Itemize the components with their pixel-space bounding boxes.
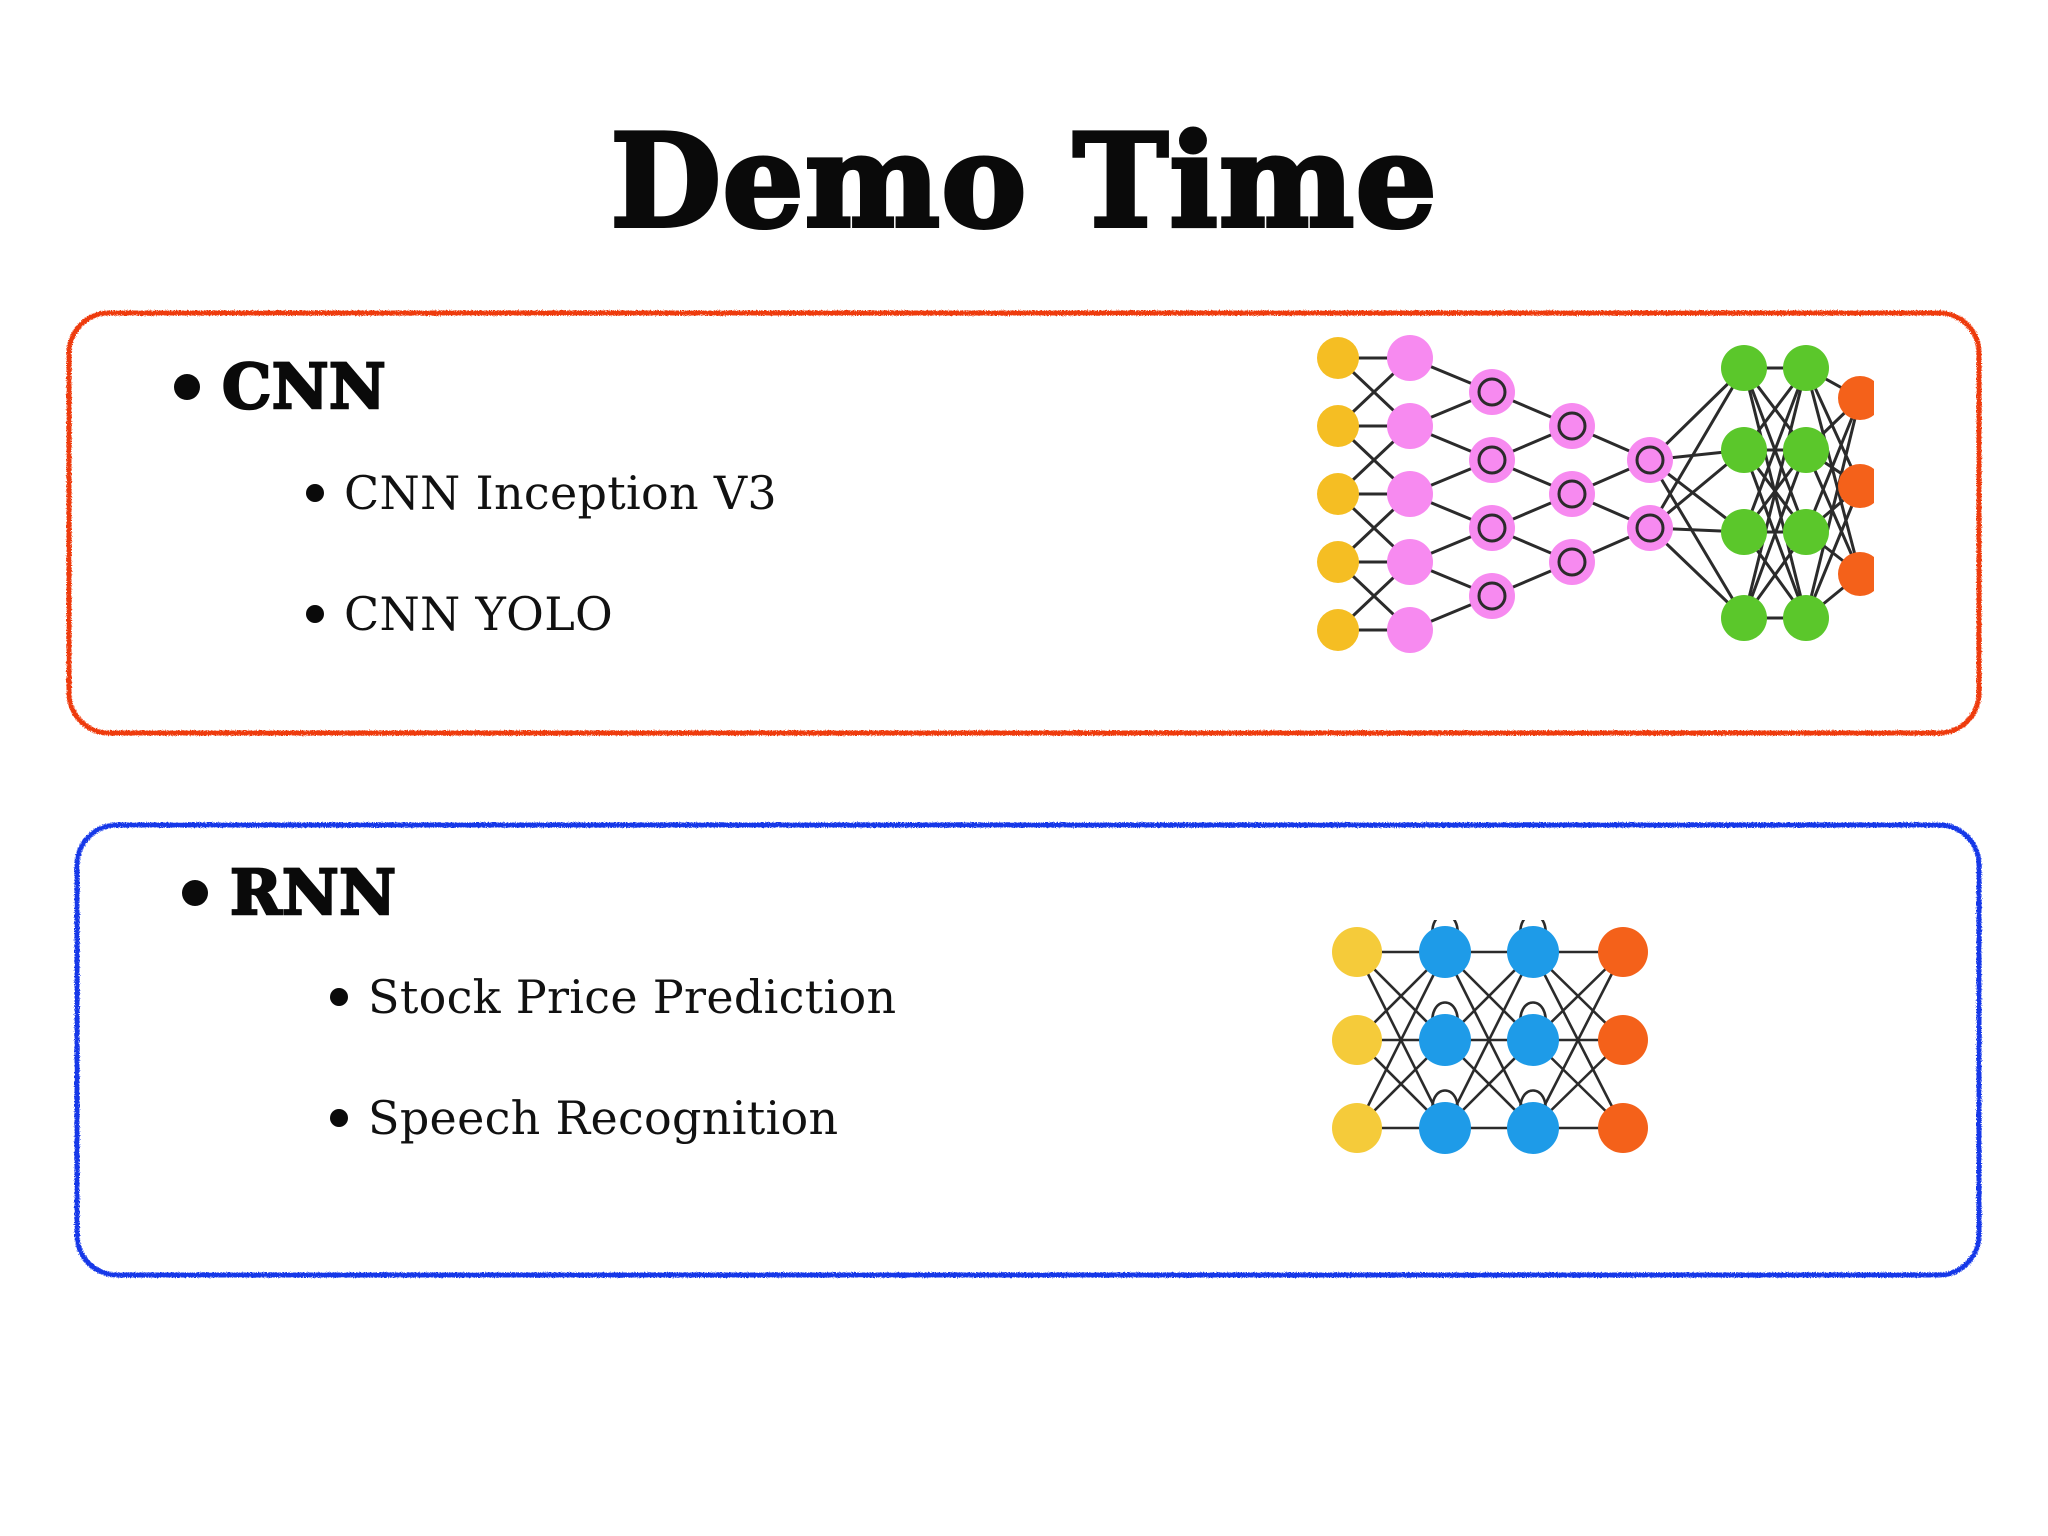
rnn-hidden1-nodes <box>1419 926 1471 1154</box>
cnn-card-body: CNN CNN Inception V3 CNN YOLO <box>64 308 1984 738</box>
list-item: CNN Inception V3 <box>306 468 777 519</box>
section-card-rnn: RNN Stock Price Prediction Speech Recogn… <box>72 820 1984 1280</box>
list-item: Stock Price Prediction <box>330 972 896 1023</box>
sub-bullet-dot-icon <box>330 988 348 1007</box>
cnn-output-nodes <box>1838 376 1874 596</box>
list-item-label: Speech Recognition <box>368 1090 839 1145</box>
sub-bullet-dot-icon <box>306 604 324 623</box>
bullet-dot-icon <box>182 880 208 906</box>
rnn-hidden2-nodes <box>1507 926 1559 1154</box>
list-item-label: CNN YOLO <box>344 586 614 641</box>
bullet-dot-icon <box>174 374 200 400</box>
rnn-output-nodes <box>1598 927 1648 1153</box>
cnn-conv1-nodes <box>1387 335 1433 653</box>
cnn-dense1-nodes <box>1721 345 1767 641</box>
list-item: CNN YOLO <box>306 586 777 641</box>
rnn-input-nodes <box>1332 927 1382 1153</box>
section-heading-cnn: CNN <box>221 350 387 423</box>
list-item-label: Stock Price Prediction <box>368 970 897 1024</box>
sub-bullet-dot-icon <box>306 484 324 503</box>
rnn-sub-list: Stock Price Prediction Speech Recognitio… <box>330 972 896 1143</box>
cnn-sub-list: CNN Inception V3 CNN YOLO <box>306 468 777 639</box>
cnn-input-nodes <box>1317 337 1359 651</box>
section-card-cnn: CNN CNN Inception V3 CNN YOLO <box>64 308 1984 738</box>
section-heading-rnn: RNN <box>229 856 397 929</box>
cnn-conv3-nodes <box>1549 403 1595 585</box>
rnn-card-body: RNN Stock Price Prediction Speech Recogn… <box>72 820 1984 1280</box>
list-item: Speech Recognition <box>330 1090 896 1145</box>
rnn-neural-network-diagram <box>1327 920 1667 1170</box>
cnn-conv2-nodes <box>1469 369 1515 619</box>
cnn-conv4-nodes <box>1627 437 1673 551</box>
cnn-dense2-nodes <box>1783 345 1829 641</box>
bullet-cnn: CNN <box>174 350 387 423</box>
page-title: Demo Time <box>608 107 1439 257</box>
cnn-neural-network-diagram <box>1314 326 1874 666</box>
sub-bullet-dot-icon <box>330 1108 348 1127</box>
bullet-rnn: RNN <box>182 856 397 929</box>
list-item-label: CNN Inception V3 <box>344 466 777 520</box>
